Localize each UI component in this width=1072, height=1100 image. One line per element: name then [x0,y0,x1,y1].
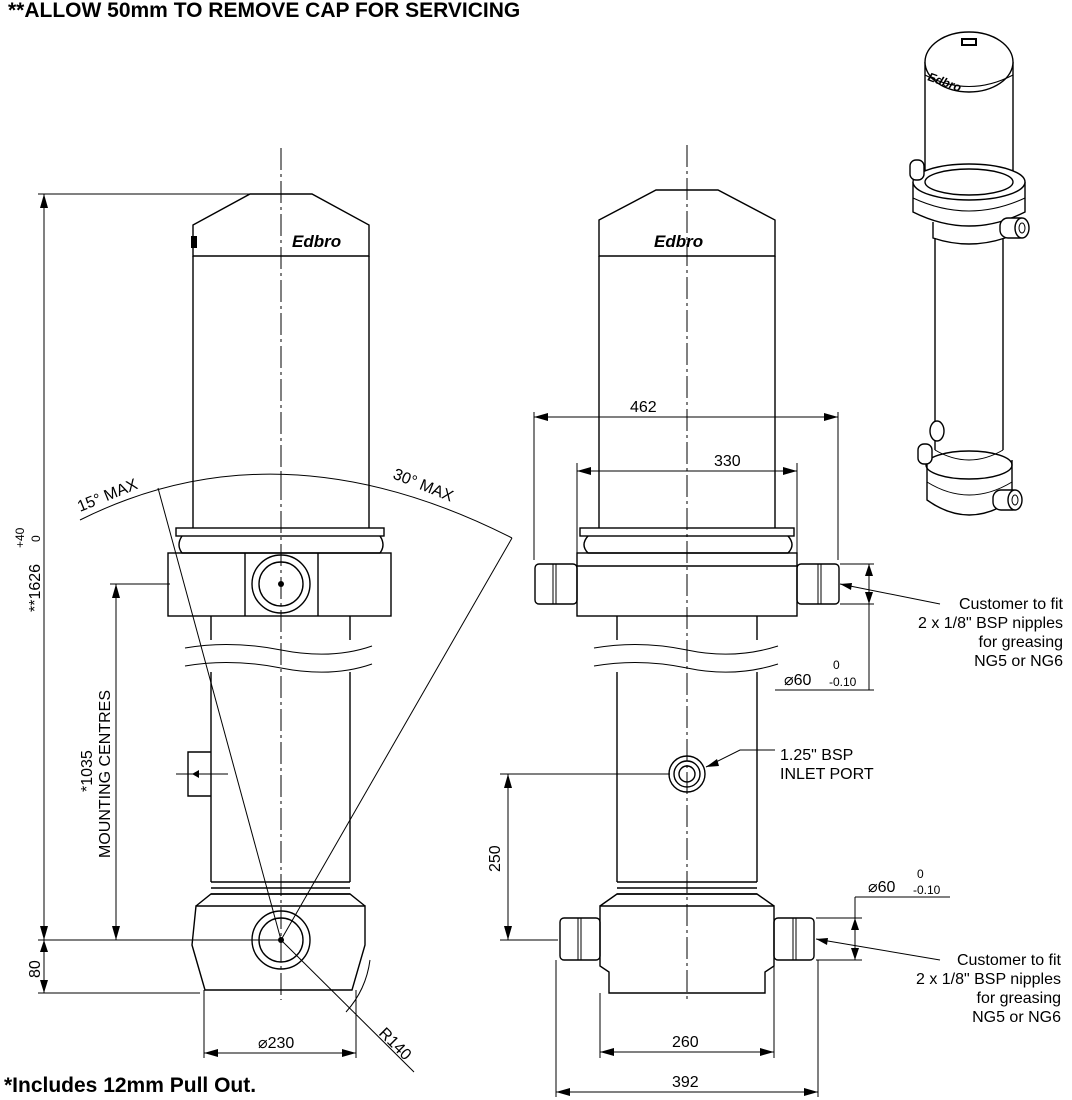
svg-text:Customer to fit: Customer to fit [959,596,1064,613]
brand-logo-side: Edbro [292,232,341,251]
radius-dim: R140 [375,1025,414,1064]
angle-right-label: 30° MAX [391,466,456,506]
iso-tube [934,238,1004,450]
height-tol-lower: 0 [29,535,43,542]
inlet-port-label-1: 1.25" BSP [780,747,853,764]
port-height-dim: 250 [487,845,504,872]
trunnion-dia-top: ⌀60 [784,672,812,689]
note-cap-servicing: **ALLOW 50mm TO REMOVE CAP FOR SERVICING [8,0,520,22]
lower-tube [210,672,351,882]
width-outer-dim: 462 [630,399,657,416]
svg-text:Customer to fit: Customer to fit [957,952,1062,969]
svg-text:NG5 or NG6: NG5 or NG6 [972,1009,1061,1026]
trunnion-dia-bottom: ⌀60 [868,879,896,896]
base-mount [191,905,366,991]
svg-text:2 x 1/8" BSP nipples: 2 x 1/8" BSP nipples [918,615,1063,632]
iso-cap-top [924,31,1014,93]
note-pull-out: *Includes 12mm Pull Out. [4,1074,256,1097]
side-view-dimensions: **1626 +40 0 80 *1035 MOUNTING CENTRES ⌀… [13,193,357,1058]
svg-text:2 x 1/8" BSP nipples: 2 x 1/8" BSP nipples [916,971,1061,988]
tol-lower-top: -0.10 [829,675,857,689]
base-dim: 80 [27,960,44,978]
inlet-port-label-2: INLET PORT [780,766,874,783]
tol-upper-bottom: 0 [917,867,924,881]
brand-logo-front: Edbro [654,232,703,251]
upper-tube [192,256,370,528]
front-view: Edbro [534,145,840,1000]
height-dim: **1626 [27,564,44,612]
front-view-dimensions: 462 330 ⌀60 0 -0.10 Customer to fit 2 x … [487,399,1064,1097]
svg-text:for greasing: for greasing [977,990,1062,1007]
tol-lower-bottom: -0.10 [913,883,941,897]
grease-note-top: Customer to fit 2 x 1/8" BSP nipples for… [918,596,1064,670]
tol-upper-top: 0 [833,658,840,672]
isometric-view: Edbro [909,31,1030,516]
svg-text:NG5 or NG6: NG5 or NG6 [974,653,1063,670]
svg-text:for greasing: for greasing [979,634,1064,651]
mounting-label: MOUNTING CENTRES [97,690,114,858]
side-view: Edbro 15° MAX 30° MAX [75,148,513,1073]
base-pin-left [559,917,601,961]
mounting-dim: *1035 [79,750,96,792]
diameter-dim: ⌀230 [258,1035,294,1052]
height-tol-upper: +40 [13,527,27,548]
angle-left-label: 15° MAX [75,476,140,516]
base-pin-right [773,917,815,961]
bottom-outer-dim: 392 [672,1074,699,1091]
width-inner-dim: 330 [714,453,741,470]
swing-arc [79,473,513,539]
grease-note-bottom: Customer to fit 2 x 1/8" BSP nipples for… [916,952,1062,1026]
bottom-inner-dim: 260 [672,1034,699,1051]
